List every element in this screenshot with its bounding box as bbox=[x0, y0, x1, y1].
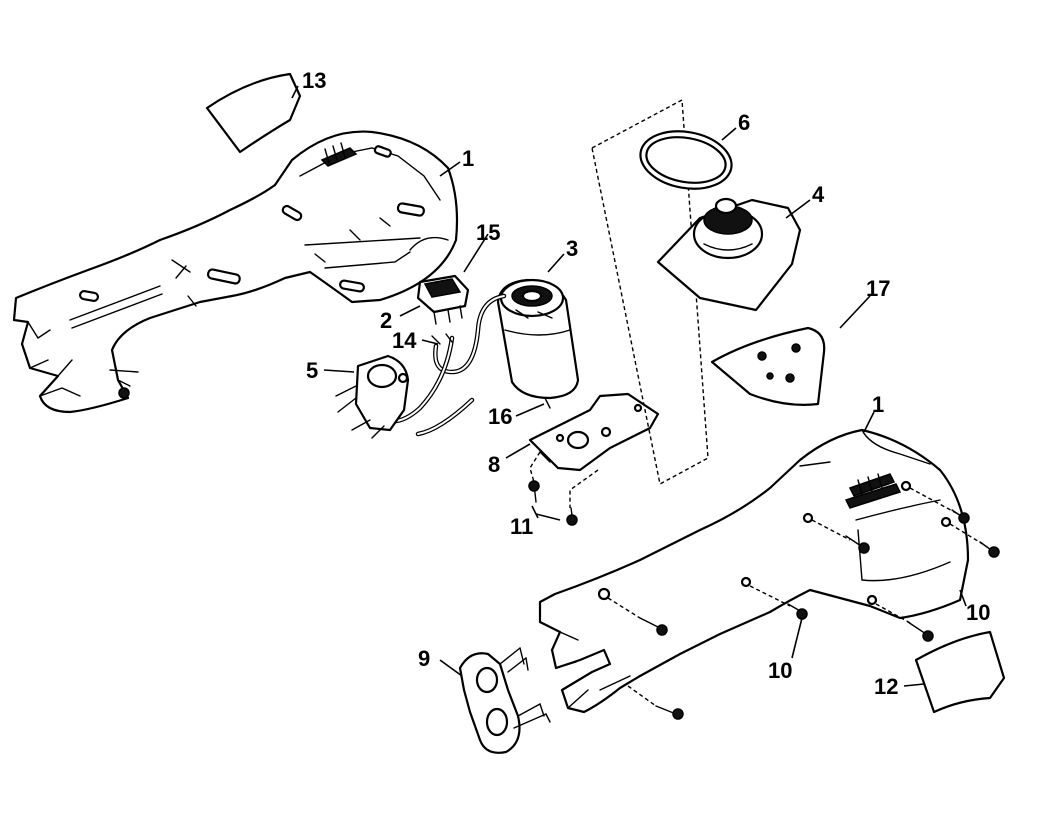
callout-6: 6 bbox=[738, 110, 750, 135]
part-11-screws bbox=[528, 451, 599, 526]
part-1-housing-right bbox=[538, 428, 970, 714]
callout-16: 16 bbox=[488, 404, 512, 429]
callout-10-bottom: 10 bbox=[768, 658, 792, 683]
callout-14: 14 bbox=[392, 328, 417, 353]
callout-10-right: 10 bbox=[966, 600, 990, 625]
leader-lines bbox=[291, 85, 967, 687]
part-9-end-cap bbox=[458, 647, 551, 754]
callout-9: 9 bbox=[418, 646, 430, 671]
part-1-housing-left bbox=[12, 130, 459, 414]
part-8-base-plate bbox=[528, 392, 660, 472]
part-6-o-ring bbox=[639, 130, 733, 190]
callout-2: 2 bbox=[380, 308, 392, 333]
callout-17: 17 bbox=[866, 276, 890, 301]
part-5-connector bbox=[335, 354, 410, 439]
part-15-switch bbox=[416, 274, 470, 325]
callout-15: 15 bbox=[476, 220, 500, 245]
callout-3: 3 bbox=[566, 236, 578, 261]
part-12-label bbox=[914, 630, 1006, 714]
callout-11: 11 bbox=[510, 514, 533, 539]
part-13-label bbox=[205, 72, 302, 154]
callout-1-left: 1 bbox=[462, 146, 474, 171]
callout-5: 5 bbox=[306, 358, 318, 383]
callout-12: 12 bbox=[874, 674, 898, 699]
callout-8: 8 bbox=[488, 452, 500, 477]
part-10-screws bbox=[607, 487, 1000, 720]
callout-1-right: 1 bbox=[872, 392, 884, 417]
part-4-pad-assembly bbox=[656, 197, 802, 312]
callout-4: 4 bbox=[812, 182, 825, 207]
callout-13: 13 bbox=[302, 68, 326, 93]
part-3-motor bbox=[496, 278, 580, 409]
part-17-sanding-sheet bbox=[710, 326, 826, 406]
